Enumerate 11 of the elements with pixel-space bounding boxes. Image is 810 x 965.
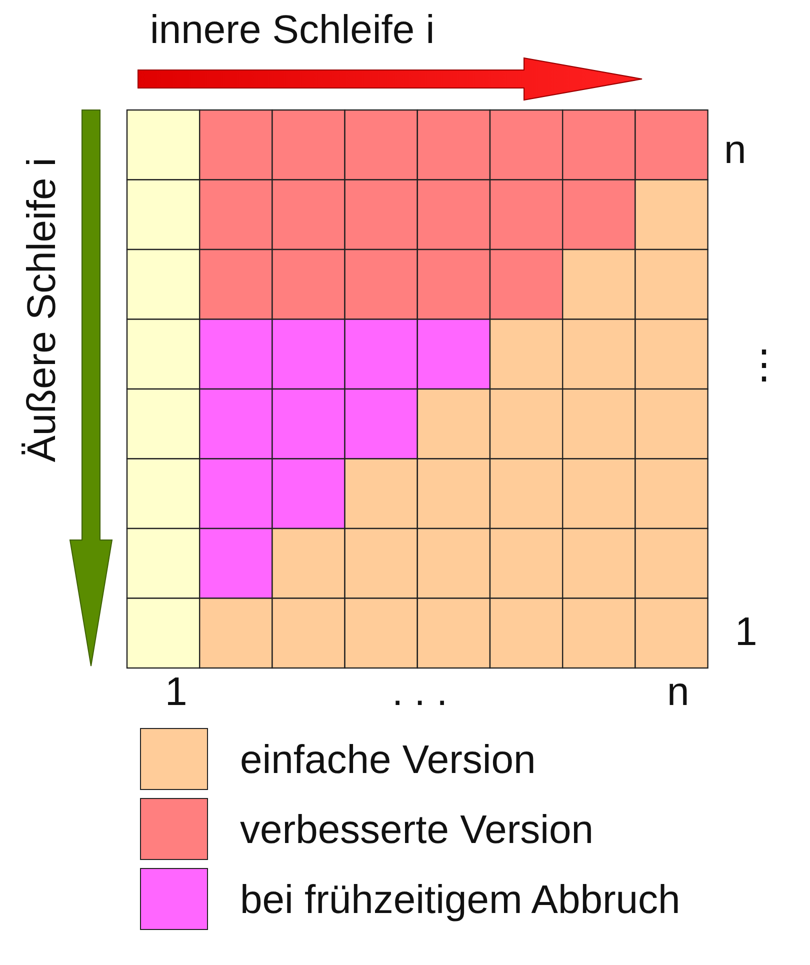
legend-text: einfache Version [240, 740, 536, 780]
axis-label: ⋮ [744, 345, 784, 385]
legend-text: verbesserte Version [240, 810, 594, 850]
legend-text: bei frühzeitigem Abbruch [240, 880, 680, 920]
axis-label: . . . [392, 672, 448, 712]
axis-label: n [667, 672, 690, 712]
axis-title: Äußere Schleife i [22, 158, 62, 462]
axis-label: 1 [165, 672, 188, 712]
axis-label: 1 [735, 612, 758, 652]
axis-title: innere Schleife i [150, 10, 435, 50]
axis-label: n [724, 130, 746, 170]
